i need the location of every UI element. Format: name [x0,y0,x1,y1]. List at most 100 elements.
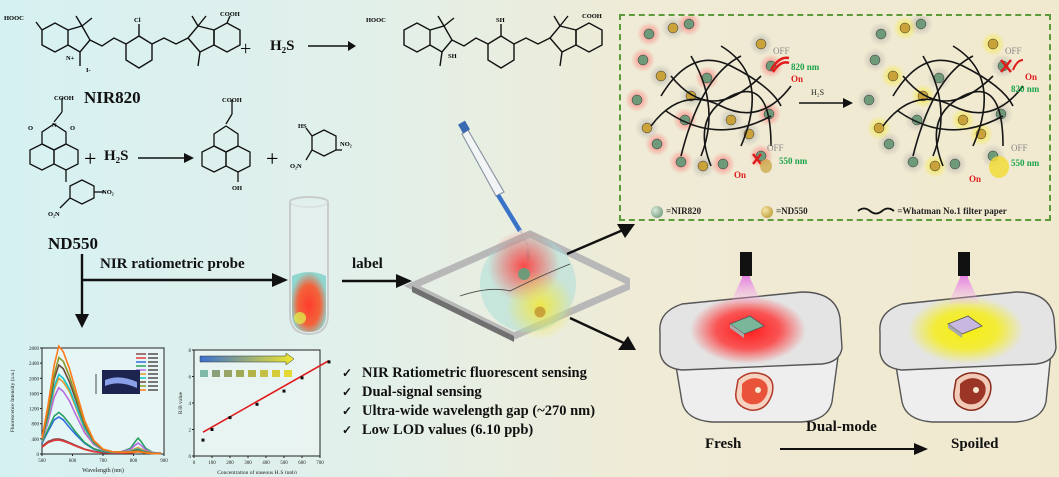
product-group-sh-top: SH [496,17,505,24]
pipette-and-paper-illustration [403,120,630,342]
group-n-plus: N+ [66,55,75,62]
y-axis-label: R/B value [178,391,184,414]
y-tick-label: 800 [32,423,40,428]
legend-label [148,357,158,359]
left-nir-off: OFF [773,46,790,56]
feature-item: ✓Dual-signal sensing [342,383,595,402]
nd550-molecule [641,122,653,134]
nd550-group-no2: NO₂ [102,189,114,196]
x-axis-label: Concentration of gaseous H₂S (ppb) [217,469,297,474]
vis-quenched-icon [752,153,772,173]
legend-label [148,381,158,383]
x-tick-label: 400 [262,461,270,466]
feature-text: Dual-signal sensing [362,384,482,400]
nd550-molecule [697,160,709,172]
fresh-meat-icon [735,372,774,411]
feature-item: ✓Ultra-wide wavelength gap (~270 nm) [342,402,595,421]
legend-label [148,385,158,387]
nir820-molecule [863,94,875,106]
left-nir-state: On [791,74,804,84]
nir820-molecule [631,94,643,106]
x-tick-label: 0 [193,461,196,466]
data-point [201,438,205,442]
legend-label [148,369,158,371]
y-tick-label: 2400 [29,362,40,367]
legend-label [148,365,158,367]
group-iodide: I- [86,67,91,74]
left-vis-state: On [734,170,747,180]
color-swatch [284,370,292,377]
x-tick-label: 600 [69,459,77,464]
left-vis-wavelength: 550 nm [779,156,808,166]
feature-text: NIR Ratiometric fluorescent sensing [362,365,587,381]
nd550-molecule [987,38,999,50]
x-tick-label: 500 [280,461,288,466]
green-ball-icon [651,206,663,218]
feature-text: Low LOD values (6.10 ppb) [362,422,534,438]
left-vis-off: OFF [767,143,784,153]
nir820-molecule [915,18,927,30]
legend-label [148,353,158,355]
y-tick-label: 0 [189,455,192,460]
reaction-arrow-1 [308,41,356,51]
nd550-molecule [655,70,667,82]
nd550-molecule [929,160,941,172]
label-step-text: label [352,256,383,272]
legend-filter-paper-label: =Whatman No.1 filter paper [897,206,1007,216]
fiber-network-right [857,16,1024,178]
color-gradient-arrow [199,352,295,366]
nd550-group-o2n: O₂N [48,211,60,218]
feature-item: ✓Low LOD values (6.10 ppb) [342,421,595,440]
nir-emission-icon [769,56,790,73]
check-icon: ✓ [342,366,353,380]
data-point [282,389,286,393]
y-tick-label: 400 [32,438,40,443]
nir820-molecule [883,138,895,150]
fresh-label: Fresh [705,436,742,452]
spoiled-label: Spoiled [951,436,999,452]
nd550-molecule [899,22,911,34]
right-nir-wavelength: 820 nm [1011,84,1040,94]
x-tick-label: 600 [298,461,306,466]
panel-reaction-arrow [799,98,853,108]
spectrum-line-series-4 [41,411,161,455]
nir820-molecule [765,60,777,72]
gold-ball-icon [761,206,773,218]
y-tick-label: 2800 [29,347,40,352]
fresh-food-container [659,252,843,423]
uv-lamp-icon [730,252,762,304]
legend-label [148,389,158,391]
data-point [255,402,259,406]
group-cooh: COOH [220,11,240,18]
y-tick-label: 2 [189,429,192,434]
nd550-group-cooh: COOH [54,95,74,102]
nir820-product-structure: HOOC COOH SH SH [366,13,603,69]
color-swatch [224,370,232,377]
nir-quenched-icon [1000,59,1024,73]
nd550-molecule [957,114,969,126]
nd550-molecule [667,22,679,34]
nd550-label: ND550 [48,234,99,253]
x-tick-label: 100 [208,461,216,466]
nir820-molecule [643,28,655,40]
nir820-molecule [907,156,919,168]
plus-sign-1: + [240,38,252,60]
legend-nir820: =NIR820 [651,206,701,218]
nir820-structure: HOOC COOH Cl N+ I- [4,11,241,74]
fresh-to-spoiled-arrow [780,443,928,455]
color-swatch [248,370,256,377]
right-nir-state: On [1025,72,1038,82]
mechanism-panel: OFF 820 nm On OFF 550 nm On H₂S OFF On 8… [619,14,1051,221]
y-tick-label: 6 [189,376,192,381]
x-tick-label: 500 [38,459,46,464]
dual-mode-label: Dual-mode [806,419,877,435]
product2-group-cooh: COOH [222,97,242,104]
plus-sign-3: + [266,146,279,171]
probe-flow-arrows [75,254,288,328]
nd550-product-structure: COOH OH [201,97,251,192]
nir820-molecule [717,158,729,170]
nir820-molecule [651,138,663,150]
label-flow-arrow [342,274,412,288]
